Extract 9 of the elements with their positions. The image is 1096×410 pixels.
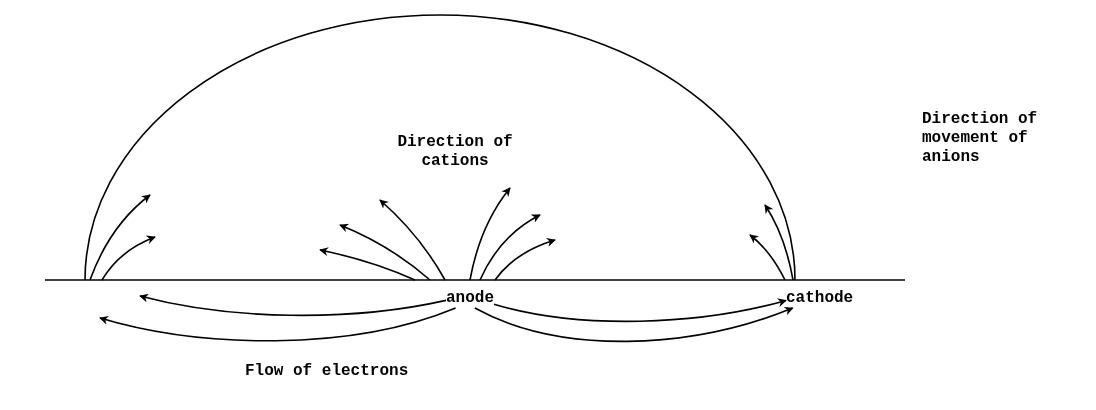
flow-note: Flow of electrons <box>245 362 410 381</box>
direction-note: Direction of cations <box>396 133 514 171</box>
electrode-label: anode <box>446 289 494 308</box>
arrow <box>139 293 447 317</box>
arrow <box>493 298 787 323</box>
direction-note: Direction of movement of anions <box>922 110 1039 167</box>
arrow <box>99 307 457 342</box>
electrode-label: cathode <box>786 289 854 308</box>
arrow <box>474 306 794 343</box>
